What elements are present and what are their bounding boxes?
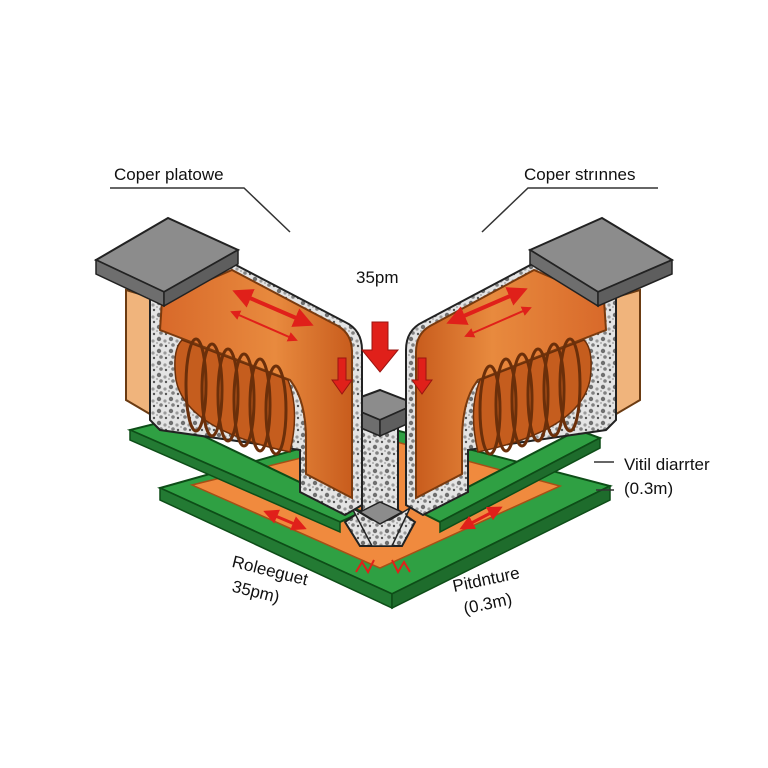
red-double-arrow-icon <box>230 287 532 531</box>
red-down-arrow-icon <box>331 321 433 395</box>
leader-lines <box>110 187 658 491</box>
left-coil <box>184 337 288 456</box>
label-right-line2: (0.3m) <box>624 479 673 498</box>
fracture-marks <box>355 559 411 575</box>
label-bottom-right-line2: (0.3m) <box>462 589 514 618</box>
label-top-right: Coper strınnes <box>524 165 636 184</box>
right-coil <box>478 337 582 456</box>
label-top-left: Coper platowe <box>114 165 224 184</box>
label-right-line1: Vitil diarrter <box>624 455 710 474</box>
right-copper-block <box>405 216 675 517</box>
label-center-dimension: 35pm <box>356 268 399 287</box>
